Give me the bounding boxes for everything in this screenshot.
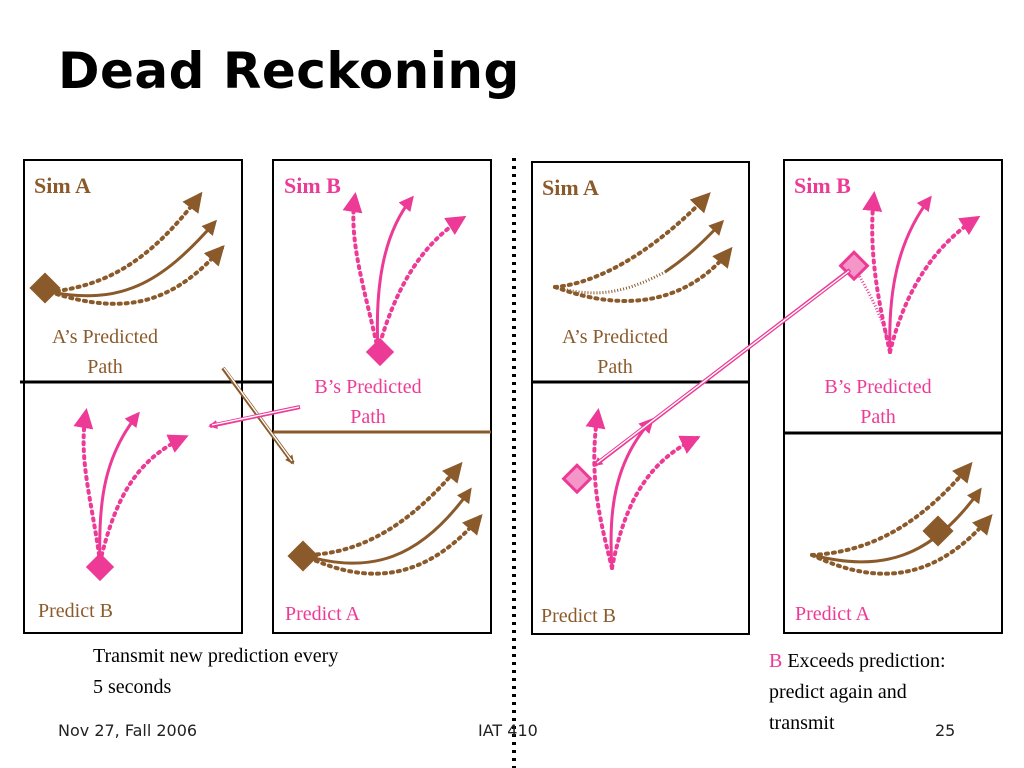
actual-path (664, 219, 725, 274)
footer-page-number: 25 (935, 721, 956, 740)
pred-label-line1: A’s Predicted (52, 326, 158, 348)
panel-frame (23, 159, 243, 634)
object-b-diamond (365, 337, 395, 367)
object-a-diamond (29, 272, 61, 304)
pred-label-line2: Path (350, 406, 386, 428)
predicted-path-left (862, 191, 892, 354)
panel-frame (531, 161, 750, 635)
exceeds-caption: B Exceeds prediction: predict again and … (769, 646, 946, 739)
transmit-arrows (208, 366, 301, 465)
predicted-path-right (888, 215, 981, 354)
predicted-path-upper (553, 192, 711, 289)
pred-label-line1: B’s Predicted (314, 376, 421, 398)
slide-title: Dead Reckoning (58, 42, 520, 100)
object-b-diamond (85, 552, 115, 582)
panel-sim-a-2: Sim A A’s Predicted Path Predict B (531, 161, 750, 635)
exceeds-line-1: B Exceeds prediction: (769, 646, 946, 677)
a-actual-path (811, 487, 982, 564)
panel-bottom-label: Predict A (285, 603, 361, 625)
panel-title: Sim A (34, 173, 91, 198)
transmit-caption: Transmit new prediction every 5 seconds (93, 641, 338, 703)
a-past-path (554, 270, 666, 295)
exceeds-text: Exceeds prediction: (782, 650, 946, 672)
pred-label-line1: B’s Predicted (824, 376, 931, 398)
retransmit-arrow (593, 268, 852, 467)
panel-sim-b-1: Sim B B’s Predicted Path Predict A (272, 159, 492, 634)
object-b-new-diamond (561, 463, 593, 495)
predicted-path-lower (48, 245, 225, 306)
object-a-diamond (287, 540, 319, 572)
predicted-path-upper (48, 191, 203, 294)
footer-course: IAT 410 (478, 721, 538, 740)
a-predicted-lower (301, 513, 483, 576)
a-predicted-upper (301, 461, 463, 557)
caption-line-1: Transmit new prediction every (93, 645, 339, 667)
panel-frame (272, 159, 492, 634)
predicted-path-lower (553, 246, 733, 303)
b-actual-path (609, 417, 655, 569)
a-predicted-upper (810, 461, 973, 557)
pred-label-line1: A’s Predicted (562, 326, 668, 348)
panel-bottom-label: Predict B (38, 600, 113, 622)
actual-path (375, 195, 414, 351)
caption-line-2: 5 seconds (93, 676, 172, 698)
footer-date: Nov 27, Fall 2006 (58, 721, 198, 740)
panel-bottom-label: Predict B (541, 605, 616, 627)
b-actual-path (98, 411, 140, 563)
b-predicted-left (73, 408, 102, 564)
predicted-path-left (342, 192, 380, 352)
exceeds-line-2: predict again and (769, 681, 907, 703)
panel-bottom-label: Predict A (795, 603, 871, 625)
exceeds-b-letter: B (769, 650, 783, 672)
b-predicted-right (98, 434, 189, 564)
panel-title: Sim B (284, 173, 341, 198)
b-predicted-right (610, 435, 701, 570)
a-predicted-lower (810, 513, 993, 576)
panel-sim-a-1: Sim A A’s Predicted Path Predict B (23, 159, 243, 634)
a-actual-path (302, 487, 472, 565)
actual-path (49, 219, 217, 298)
actual-path (888, 195, 932, 353)
panel-frame (783, 159, 1003, 634)
exceeds-line-3: transmit (769, 712, 835, 734)
pred-label-line2: Path (87, 356, 123, 378)
b-past-path (854, 269, 892, 353)
panel-title: Sim B (794, 173, 851, 198)
predicted-path-right (376, 215, 467, 352)
pred-label-line2: Path (860, 406, 896, 428)
b-predicted-left (585, 408, 614, 570)
panel-title: Sim A (542, 175, 599, 200)
panel-sim-b-2: Sim B B’s Predicted Path Predict A (783, 159, 1003, 634)
pred-label-line2: Path (597, 356, 633, 378)
